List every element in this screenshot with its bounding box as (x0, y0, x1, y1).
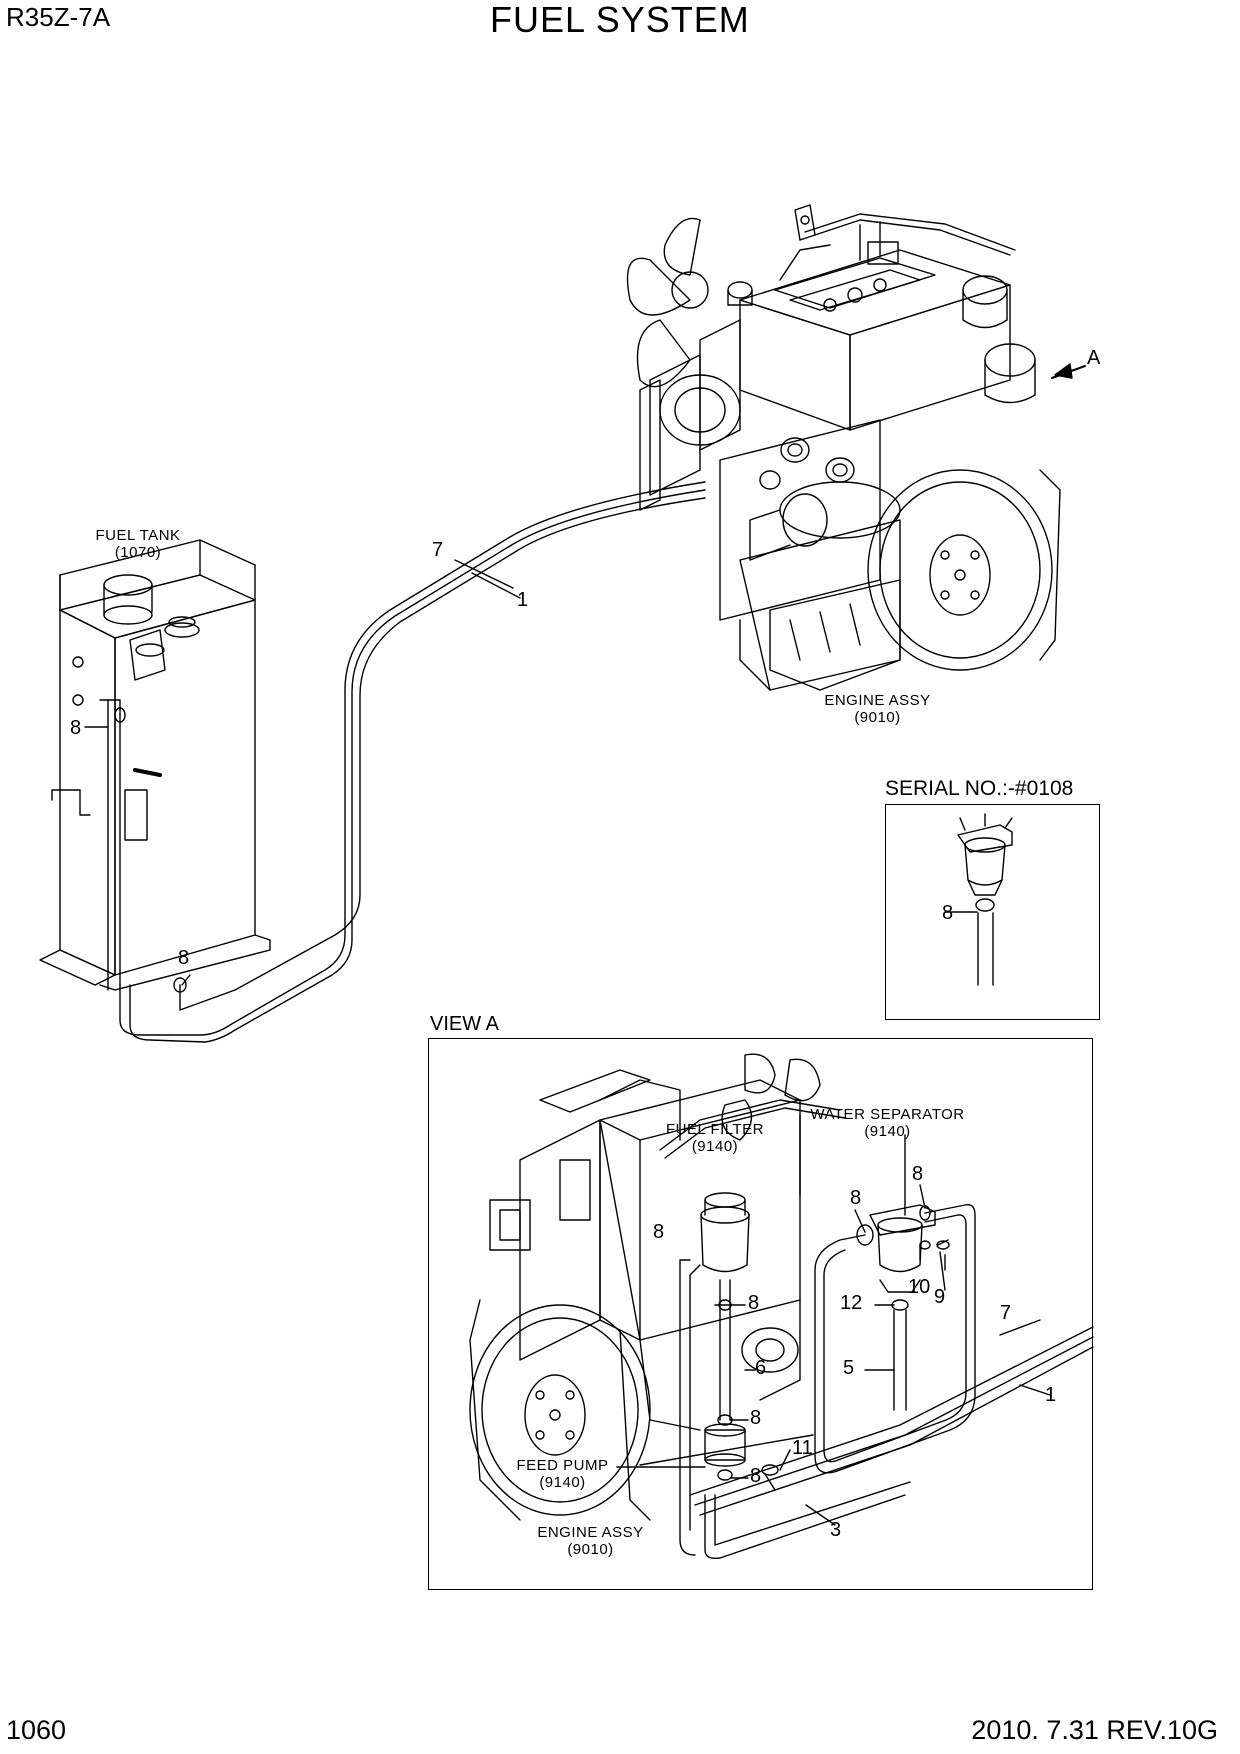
callout-8-ws-right: 8 (912, 1163, 924, 1185)
callout-12: 12 (840, 1292, 863, 1314)
callout-1-view: 1 (1045, 1384, 1057, 1406)
callout-11: 11 (792, 1437, 813, 1459)
fuel-filter-label: FUEL FILTER (9140) (665, 1121, 764, 1155)
fuel-tank-illustration (39, 539, 271, 993)
fuel-tank-label: FUEL TANK (1070) (95, 527, 181, 561)
callout-8-tank-lower: 8 (178, 947, 190, 969)
serial-inset-filter (944, 813, 1013, 986)
callout-8-filter-upper: 8 (653, 1221, 665, 1243)
callout-8-ws-left: 8 (850, 1187, 862, 1209)
revision-date: 2010. 7.31 REV.10G (971, 1715, 1218, 1745)
engine-illustration-view-a (469, 1053, 1094, 1560)
view-a-arrow (1051, 363, 1086, 379)
engine-assy-view-label: ENGINE ASSY (9010) (537, 1524, 644, 1558)
leader-7-top (454, 559, 514, 589)
callout-7-top: 7 (432, 539, 444, 561)
callout-3: 3 (830, 1519, 842, 1541)
serial-number-label: SERIAL NO.:-#0108 (885, 777, 1074, 800)
view-a-frame (428, 1038, 1093, 1590)
callout-1-top: 1 (517, 589, 529, 611)
callout-7-view: 7 (1000, 1302, 1012, 1324)
callout-9: 9 (934, 1286, 946, 1308)
page-number: 1060 (6, 1715, 67, 1745)
serial-inset-frame (885, 804, 1100, 1020)
callout-8-tank-upper: 8 (70, 717, 82, 739)
page-title: FUEL SYSTEM (490, 0, 750, 40)
water-separator-label: WATER SEPARATOR (9140) (810, 1106, 965, 1140)
arrow-a-label: A (1087, 347, 1101, 369)
engine-assy-top-label: ENGINE ASSY (9010) (824, 692, 931, 726)
engine-illustration-top (626, 204, 1061, 691)
feed-pump-label: FEED PUMP (9140) (516, 1457, 609, 1491)
callout-10: 10 (908, 1276, 931, 1298)
fuel-lines-top (119, 481, 706, 1043)
callout-8-filter-mid: 8 (748, 1292, 760, 1314)
callout-6: 6 (755, 1357, 767, 1379)
leader-1-top (471, 572, 521, 599)
callout-8-pump-lower: 8 (750, 1465, 762, 1487)
callout-8-pump-upper: 8 (750, 1407, 762, 1429)
callout-8-serial: 8 (942, 902, 954, 924)
view-a-label: VIEW A (430, 1013, 499, 1035)
model-code: R35Z-7A (6, 2, 111, 32)
callout-5: 5 (843, 1357, 855, 1379)
